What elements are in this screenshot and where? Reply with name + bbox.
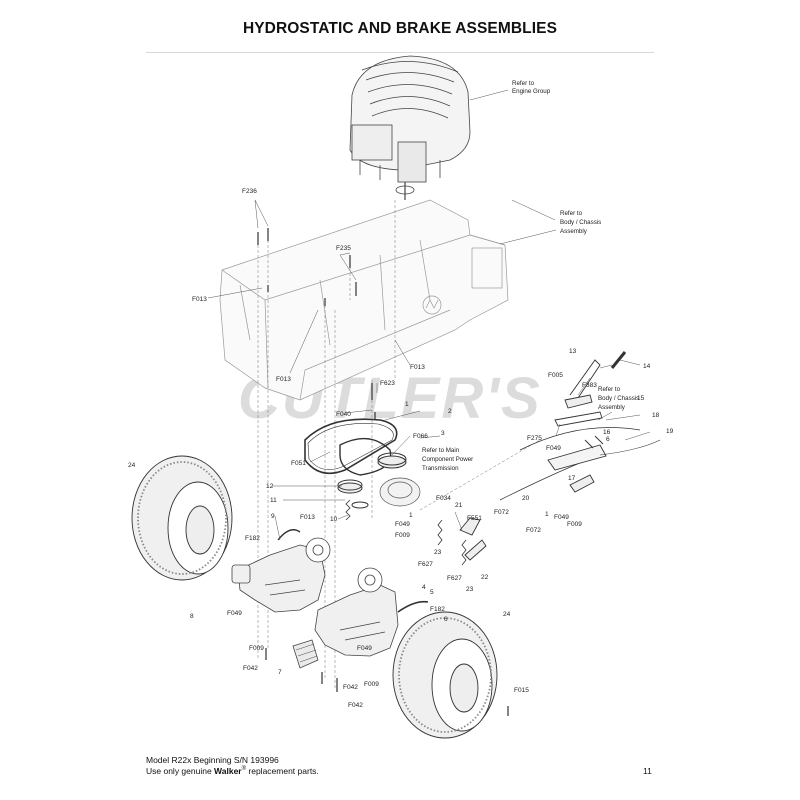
part-label: F627 [418,561,433,568]
part-label: F051 [291,460,306,467]
part-label: 6 [606,436,610,443]
part-label: F009 [395,532,410,539]
hydrostatic-pump-left [231,537,331,613]
page-title: HYDROSTATIC AND BRAKE ASSEMBLIES [242,20,558,37]
part-label: F034 [436,495,451,502]
callout-refer-power-l2: Component Power [422,456,473,463]
spring-parts [277,499,467,613]
oil-filter [292,639,319,669]
part-label: 17 [568,475,576,482]
engine-illustration [349,55,471,200]
footer-parts-line: Use only genuine Walker® replacement par… [146,766,319,776]
part-label: 11 [270,497,277,504]
part-label: 10 [330,516,338,523]
part-label: F040 [336,411,351,418]
part-label: F551 [467,515,482,522]
part-label: 8 [190,613,194,620]
part-label: 16 [603,429,611,436]
part-label: F015 [514,687,529,694]
part-label: F042 [243,665,258,672]
footer-model-line: Model R22x Beginning S/N 193996 [146,755,279,765]
belt-drive [304,418,407,509]
part-label: 12 [266,483,274,490]
part-label: F049 [395,521,410,528]
footer-registered-mark: ® [241,766,247,773]
part-label: 21 [455,502,463,509]
part-label: F236 [242,188,257,195]
part-label: 23 [434,549,442,556]
part-label: F009 [364,681,379,688]
callout-refer-engine-l1: Refer to [512,80,535,87]
part-label: 14 [643,363,651,370]
title-rule [146,52,654,53]
part-label: 18 [652,412,660,419]
tire-right [392,611,498,739]
page-number: 11 [643,766,652,776]
part-label: F005 [548,372,563,379]
part-label: F072 [526,527,541,534]
part-label: F275 [527,435,542,442]
part-label: F049 [546,445,561,452]
part-label: F182 [430,606,445,613]
callout-refer-body1-l3: Assembly [560,228,588,235]
part-label: F049 [554,514,569,521]
part-label: 1 [409,512,413,519]
part-label: 13 [569,348,577,355]
part-label: 24 [128,462,136,469]
bolt-markers [257,228,509,716]
callout-refer-engine-l2: Engine Group [512,88,551,95]
hydrostatic-pump-right [314,567,399,657]
footer-brand: Walker [214,766,242,776]
part-label: F013 [276,376,291,383]
part-label: 19 [666,428,674,435]
part-label: F072 [494,509,509,516]
part-label: F383 [582,382,597,389]
part-label: F235 [336,245,351,252]
leader-lines [207,89,651,541]
callout-refer-power-l3: Transmission [422,465,459,472]
part-label: F623 [380,380,395,387]
part-label: F182 [245,535,260,542]
power-transmission [379,477,421,507]
part-label: F013 [192,296,207,303]
part-label: 7 [278,669,282,676]
brake-linkage [459,351,661,561]
footer-suffix: replacement parts. [246,766,319,776]
callout-refer-body2-l2: Body / Chassis [598,395,639,402]
part-label: 15 [637,395,645,402]
callout-refer-body1-l1: Refer to [560,210,583,217]
part-label: 3 [441,430,445,437]
part-label: 24 [503,611,511,618]
callout-refer-body2-l3: Assembly [598,404,626,411]
part-label: 2 [448,408,452,415]
callout-refer-power-l1: Refer to Main [422,447,460,454]
part-label: F042 [348,702,363,709]
part-label: 1 [405,401,409,408]
part-label: F013 [410,364,425,371]
part-label: 6 [444,616,448,623]
part-label: F009 [567,521,582,528]
part-label: F009 [249,645,264,652]
part-label: F066 [413,433,428,440]
part-label: 9 [271,513,275,520]
tire-left [131,455,233,581]
part-label: F049 [227,610,242,617]
part-label: 23 [466,586,474,593]
part-label: F627 [447,575,462,582]
part-label: F042 [343,684,358,691]
footer-prefix: Use only genuine [146,766,215,776]
part-label: 22 [481,574,489,581]
part-label: F013 [300,514,315,521]
part-label: 5 [430,589,434,596]
part-label: 1 [545,511,549,518]
part-label: 4 [422,584,426,591]
part-label: 20 [522,495,530,502]
part-label: F049 [357,645,372,652]
callout-refer-body2-l1: Refer to [598,386,621,393]
callout-refer-body1-l2: Body / Chassis [560,219,601,226]
